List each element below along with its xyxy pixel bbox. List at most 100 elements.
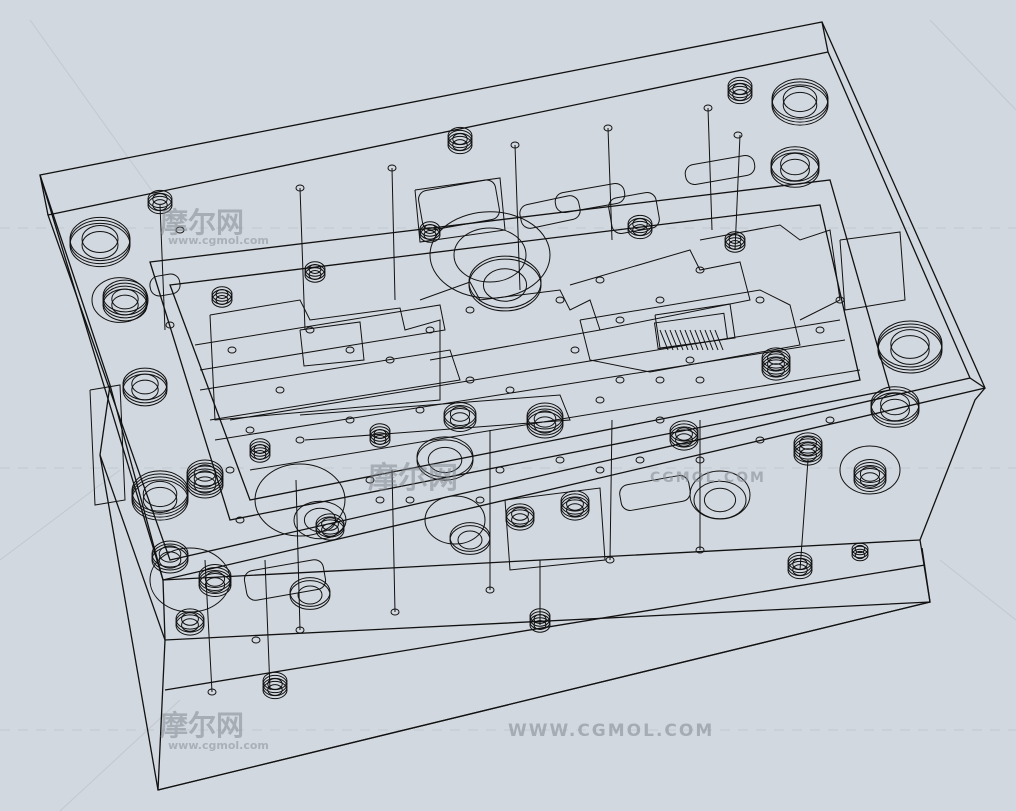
insert-plate — [194, 304, 446, 371]
component-ring — [675, 433, 693, 447]
ejector-pin — [391, 469, 396, 613]
component-ring — [780, 158, 810, 182]
component-ring — [449, 406, 471, 422]
component-ring — [198, 563, 232, 589]
component-ring — [453, 227, 527, 283]
small-hole — [635, 456, 645, 464]
guide-cylinder — [689, 470, 751, 520]
component-ring — [526, 405, 564, 433]
small-hole — [685, 356, 695, 364]
small-hole — [345, 416, 355, 424]
component-ring — [854, 550, 866, 560]
insert-plate — [209, 299, 441, 421]
small-hole — [595, 276, 605, 284]
small-hole — [733, 131, 743, 139]
watermark-logo-middle: 摩尔网 CGMOL.COM — [368, 461, 764, 496]
component-ring — [249, 447, 271, 463]
component-ring — [193, 464, 217, 482]
guide-cylinder — [424, 495, 486, 545]
plate-slot — [243, 559, 327, 601]
small-hole — [695, 266, 705, 274]
component-ring — [152, 193, 168, 205]
component-ring — [321, 517, 339, 531]
component-ring — [122, 373, 168, 407]
component-ring — [787, 560, 813, 580]
component-ring — [771, 78, 829, 120]
ejector-pin — [295, 479, 301, 631]
ejector-pin — [299, 187, 306, 331]
plate-slot — [684, 155, 756, 185]
ejector-pin — [264, 559, 271, 691]
component-ring — [675, 427, 693, 441]
component-ring — [111, 288, 139, 310]
component-ring — [419, 224, 441, 240]
component-ring — [122, 370, 168, 404]
small-hole — [305, 326, 315, 334]
small-hole — [245, 426, 255, 434]
component-ring — [877, 320, 943, 368]
ejector-pin — [391, 167, 396, 301]
small-hole — [235, 516, 245, 524]
guide-cylinder — [149, 547, 231, 613]
component-ring — [211, 289, 233, 305]
hatched-block — [653, 312, 729, 350]
plate-slot — [418, 179, 500, 231]
small-hole — [465, 306, 475, 314]
small-hole — [755, 296, 765, 304]
component-ring — [793, 438, 823, 460]
ejector-pin — [734, 134, 741, 251]
small-hole — [495, 466, 505, 474]
component-ring — [131, 373, 159, 395]
small-hole — [655, 296, 665, 304]
insert-plate — [299, 321, 365, 367]
small-hole — [295, 436, 305, 444]
watermark-logo-url: www.cgmol.com — [168, 234, 269, 247]
component-ring — [249, 438, 271, 454]
component-ring — [799, 442, 817, 456]
ejector-pin — [514, 144, 521, 291]
small-hole — [695, 376, 705, 384]
small-hole — [755, 436, 765, 444]
ejector-pin — [607, 127, 613, 241]
component-ring — [793, 432, 823, 454]
component-ring — [303, 507, 337, 533]
component-ring — [761, 347, 791, 369]
component-ring — [533, 410, 557, 428]
watermark-logo-bottom: 摩尔网 www.cgmol.com WWW.CGMOL.COM — [160, 709, 714, 752]
watermark-banner-url: WWW.CGMOL.COM — [508, 721, 714, 741]
insert-plate — [299, 394, 571, 441]
component-ring — [369, 432, 391, 448]
component-ring — [297, 585, 323, 605]
component-ring — [770, 149, 820, 185]
component-ring — [181, 618, 199, 632]
component-ring — [429, 211, 551, 299]
watermark-logo-top: 摩尔网 www.cgmol.com — [160, 206, 269, 247]
component-ring — [482, 268, 528, 302]
component-ring — [566, 503, 584, 517]
hatch-line — [699, 329, 709, 351]
small-hole — [595, 466, 605, 474]
insert-plate — [569, 249, 751, 331]
component-ring — [880, 392, 910, 416]
component-ring — [724, 237, 746, 253]
component-ring — [69, 216, 131, 262]
component-ring — [211, 292, 233, 308]
component-ring — [560, 493, 590, 515]
component-ring — [533, 416, 557, 434]
component-ring — [131, 379, 159, 401]
component-ring — [69, 219, 131, 265]
component-ring — [767, 351, 785, 365]
component-ring — [304, 267, 326, 283]
small-hole — [365, 476, 375, 484]
component-ring — [262, 671, 288, 691]
component-ring — [771, 81, 829, 123]
component-ring — [142, 486, 178, 514]
hatch-line — [684, 329, 694, 351]
component-ring — [853, 458, 887, 484]
component-ring — [669, 426, 699, 448]
component-ring — [799, 436, 817, 450]
component-ring — [457, 530, 483, 550]
component-ring — [761, 353, 791, 375]
